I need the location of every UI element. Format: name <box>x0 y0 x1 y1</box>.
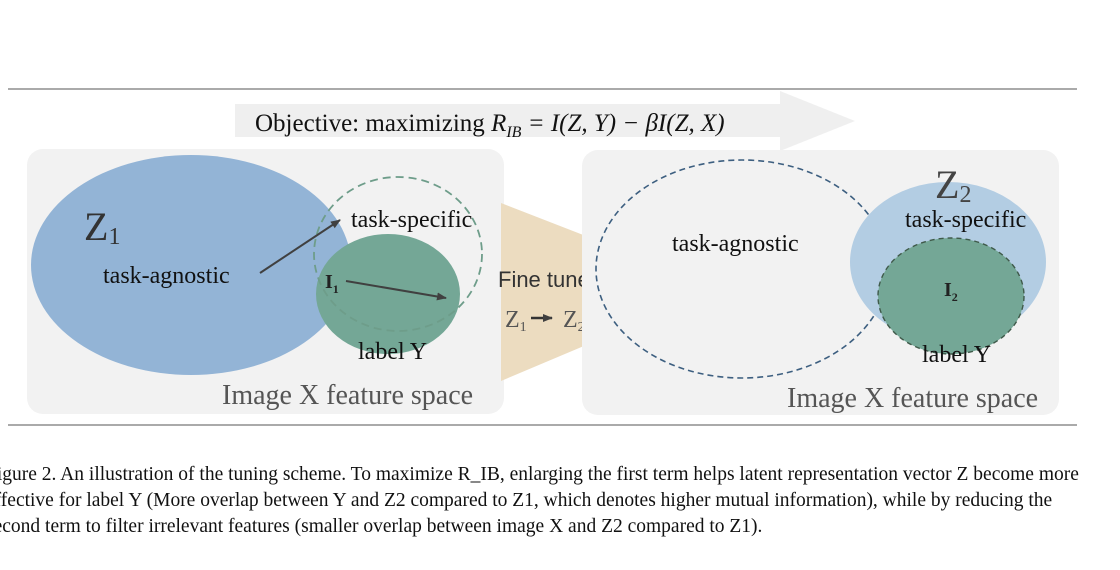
overlap-dashed-ellipse-right <box>877 237 1025 355</box>
figure-caption: Figure 2. An illustration of the tuning … <box>0 462 1120 540</box>
task-agnostic-label-right: task-agnostic <box>672 231 799 257</box>
z1-label: Z1 <box>84 204 120 250</box>
caption-line-3: second term to filter irrelevant feature… <box>0 516 763 537</box>
caption-line-2: effective for label Y (More overlap betw… <box>0 490 1053 511</box>
feature-space-label-left: Image X feature space <box>222 380 473 411</box>
z1-to-z2-to: Z2 <box>563 307 585 335</box>
task-specific-label-right: task-specific <box>905 207 1026 233</box>
task-agnostic-label-left: task-agnostic <box>103 263 230 289</box>
i1-label: I1 <box>325 271 339 296</box>
arrow-to-label-y <box>345 280 447 301</box>
fine-tune-trapezoid <box>501 203 591 381</box>
z1-ellipse <box>31 155 351 375</box>
task-specific-dashed-ellipse-left <box>313 176 483 332</box>
label-y-text-left: label Y <box>358 339 427 365</box>
fine-tune-label: Fine tune <box>498 267 590 292</box>
label-y-text-right: label Y <box>922 342 991 368</box>
z2-label: Z2 <box>935 162 971 208</box>
task-specific-label-left: task-specific <box>351 207 472 233</box>
z1-to-z2-from: Z1 <box>505 307 527 335</box>
label-y-ellipse-right <box>878 238 1024 354</box>
arrow-to-task-specific <box>259 219 341 274</box>
objective-arrow <box>235 91 855 151</box>
objective-text: Objective: maximizing RIB = I(Z, Y) − βI… <box>255 110 725 141</box>
caption-line-1: Figure 2. An illustration of the tuning … <box>0 464 1079 485</box>
i2-label: I2 <box>944 279 958 304</box>
feature-space-label-right: Image X feature space <box>787 383 1038 414</box>
label-y-ellipse-left <box>316 234 460 354</box>
